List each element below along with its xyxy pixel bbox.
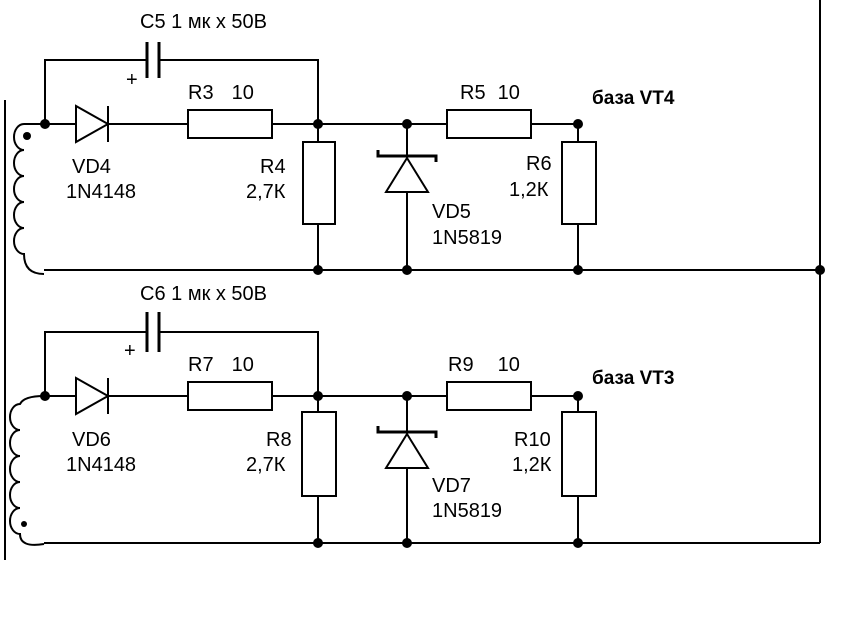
- r6-value: 1,2К: [509, 179, 549, 201]
- r6-ref: R6: [526, 153, 552, 175]
- schottky-vd7: [376, 426, 438, 469]
- diode-vd4: [75, 104, 111, 144]
- resistor-r10: [561, 411, 597, 497]
- c6-polarity: +: [124, 340, 136, 362]
- schottky-vd5: [376, 150, 438, 193]
- output-vt4-label: база VT4: [592, 88, 675, 109]
- capacitor-c6: [145, 312, 161, 352]
- c5-label: C5 1 мк х 50В: [140, 11, 267, 33]
- vd4-part: 1N4148: [66, 181, 136, 203]
- r4-value: 2,7К: [246, 181, 286, 203]
- vd7-part: 1N5819: [432, 500, 502, 522]
- lower-stage: + C6 1 мк х 50В: [9, 283, 674, 548]
- vd6-ref: VD6: [72, 429, 111, 451]
- resistor-r7: [187, 381, 273, 411]
- resistor-r8: [301, 411, 337, 497]
- r10-value: 1,2К: [512, 454, 552, 476]
- r8-ref: R8: [266, 429, 292, 451]
- lower-winding-start-dot: [21, 521, 27, 527]
- diode-vd6: [75, 376, 111, 416]
- resistor-r3: [187, 109, 273, 139]
- upper-junctions: [40, 119, 583, 275]
- vd5-ref: VD5: [432, 201, 471, 223]
- return-rail: [580, 0, 825, 544]
- vd5-part: 1N5819: [432, 227, 502, 249]
- c5-polarity: +: [126, 69, 138, 91]
- lower-transformer-winding: [9, 395, 45, 546]
- capacitor-c5: [145, 42, 161, 78]
- r8-value: 2,7К: [246, 454, 286, 476]
- vd4-ref: VD4: [72, 156, 111, 178]
- vd7-ref: VD7: [432, 475, 471, 497]
- upper-transformer-winding: [13, 123, 45, 275]
- vd6-part: 1N4148: [66, 454, 136, 476]
- r10-ref: R10: [514, 429, 551, 451]
- resistor-r4: [302, 141, 336, 225]
- resistor-r9: [446, 381, 532, 411]
- upper-stage: + C5 1 мк х 50В: [13, 11, 675, 275]
- r4-ref: R4: [260, 156, 286, 178]
- output-vt3-label: база VT3: [592, 368, 674, 389]
- lower-junctions: [40, 391, 583, 548]
- upper-winding-start-dot: [23, 132, 31, 140]
- resistor-r6: [561, 141, 597, 225]
- c6-label: C6 1 мк х 50В: [140, 283, 267, 305]
- resistor-r5: [446, 109, 532, 139]
